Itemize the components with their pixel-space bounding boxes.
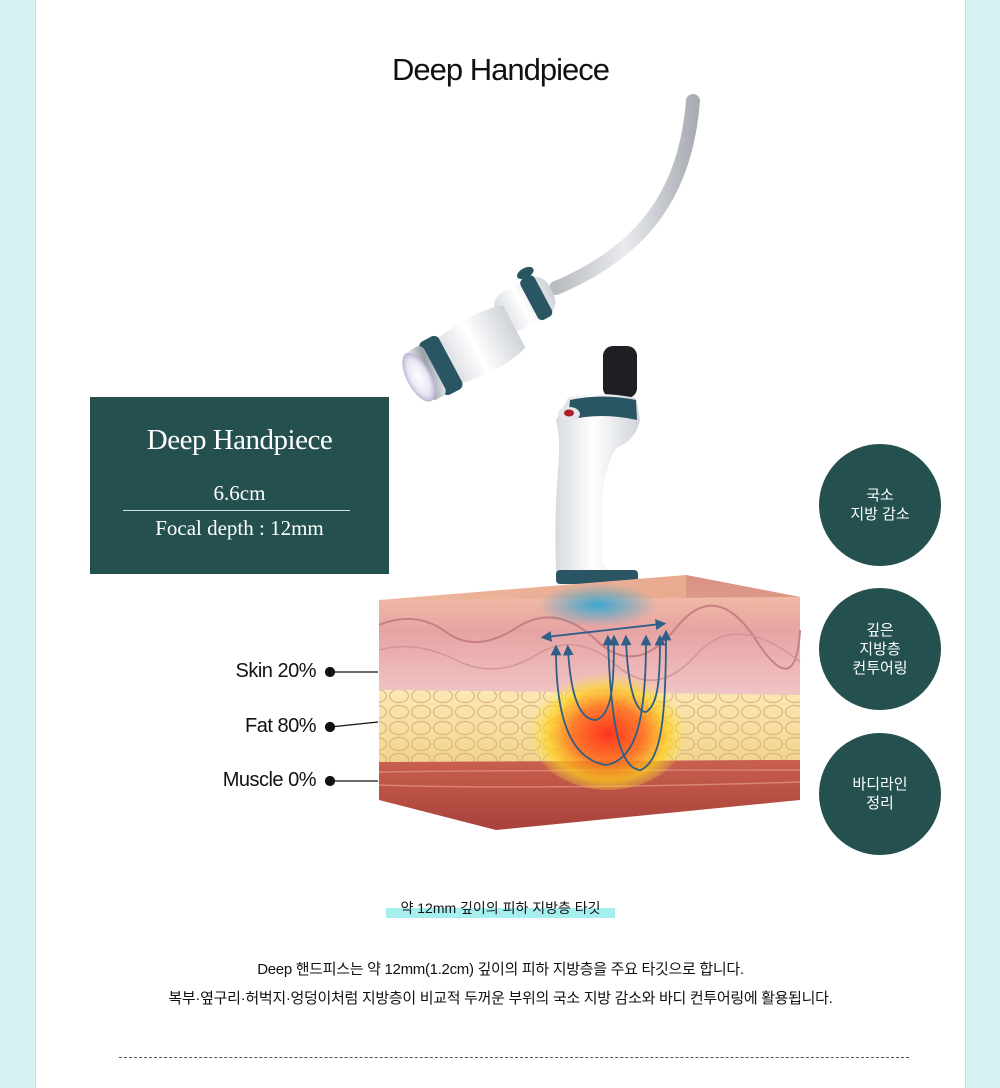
badge-local-fat-reduction: 국소 지방 감소 bbox=[819, 444, 941, 566]
spec-name: Deep Handpiece bbox=[146, 424, 333, 456]
badge-bodyline: 바디라인 정리 bbox=[819, 733, 941, 855]
target-caption: 약 12mm 깊이의 피하 지방층 타깃 bbox=[36, 898, 965, 918]
handpiece-illustration bbox=[324, 94, 801, 830]
description-line-1: Deep 핸드피스는 약 12mm(1.2cm) 깊이의 피하 지방층을 주요 … bbox=[257, 961, 744, 978]
description-line-2: 복부·옆구리·허벅지·엉덩이처럼 지방층이 비교적 두꺼운 부위의 국소 지방 … bbox=[168, 990, 833, 1007]
content-panel: Deep Handpiece bbox=[35, 0, 966, 1088]
page-title: Deep Handpiece bbox=[392, 52, 610, 87]
spec-focal-depth: Focal depth : 12mm bbox=[155, 516, 324, 540]
badge-deep-contouring: 깊은 지방층 컨투어링 bbox=[819, 588, 941, 710]
description: Deep 핸드피스는 약 12mm(1.2cm) 깊이의 피하 지방층을 주요 … bbox=[36, 955, 965, 1013]
skin-block bbox=[378, 575, 801, 830]
layer-label-fat: Fat 80% bbox=[245, 715, 316, 737]
layer-label-muscle: Muscle 0% bbox=[222, 769, 317, 791]
handpiece-main bbox=[555, 346, 640, 600]
target-caption-text: 약 12mm 깊이의 피하 지방층 타깃 bbox=[386, 898, 615, 918]
handpiece-top bbox=[402, 266, 556, 402]
energy-arrows bbox=[540, 619, 672, 771]
layer-pointers bbox=[324, 666, 379, 787]
spec-card: Deep Handpiece 6.6cm Focal depth : 12mm bbox=[90, 397, 389, 574]
dashed-divider bbox=[119, 1057, 909, 1058]
spec-divider bbox=[123, 510, 350, 511]
layer-label-skin: Skin 20% bbox=[235, 660, 317, 682]
spec-size: 6.6cm bbox=[213, 481, 266, 505]
